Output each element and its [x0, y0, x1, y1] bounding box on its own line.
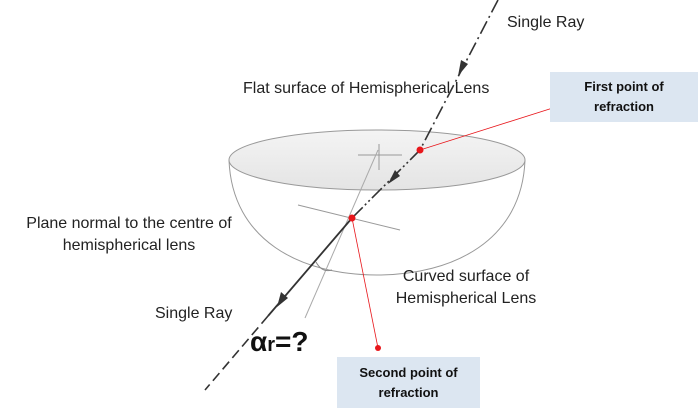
first-callout-line2: refraction	[594, 99, 654, 114]
plane-normal-label: Plane normal to the centre of hemispheri…	[0, 213, 258, 257]
first-refraction-callout: First point of refraction	[550, 72, 698, 122]
alpha-symbol: α	[250, 326, 268, 357]
second-callout-line1: Second point of	[359, 364, 458, 380]
lens-flat-surface	[228, 129, 526, 191]
curved-surface-label-line2: Hemispherical Lens	[395, 290, 537, 307]
arrow-icon	[458, 60, 468, 76]
refraction-angle-label: αr=?	[250, 326, 308, 358]
alpha-suffix: =?	[275, 326, 309, 357]
second-callout-line2: refraction	[378, 384, 439, 400]
first-callout-line1: First point of	[584, 79, 664, 94]
second-refraction-point	[348, 214, 356, 222]
ray-incoming	[419, 0, 499, 151]
flat-surface-label: Flat surface of Hemispherical Lens	[243, 80, 490, 97]
single-ray-top-label: Single Ray	[507, 14, 585, 31]
curved-surface-label-line1: Curved surface of	[402, 268, 530, 285]
alpha-subscript: r	[267, 334, 276, 356]
curved-surface-label: Curved surface of Hemispherical Lens	[387, 266, 545, 310]
ray-outgoing-dashed	[204, 315, 269, 391]
first-refraction-point	[416, 146, 424, 154]
second-callout-dot	[375, 345, 381, 351]
normal-line	[304, 149, 379, 319]
second-refraction-callout: Second point of refraction	[337, 357, 480, 408]
lens-curved-surface	[228, 159, 526, 276]
plane-normal-label-line1: Plane normal to the centre of	[26, 215, 232, 232]
single-ray-bottom-label: Single Ray	[155, 305, 233, 322]
arrow-icon	[388, 170, 400, 184]
second-callout-line	[351, 217, 379, 349]
angle-arc	[315, 261, 333, 272]
plane-normal-label-line2: hemispherical lens	[62, 237, 196, 254]
arrow-icon	[277, 292, 288, 307]
